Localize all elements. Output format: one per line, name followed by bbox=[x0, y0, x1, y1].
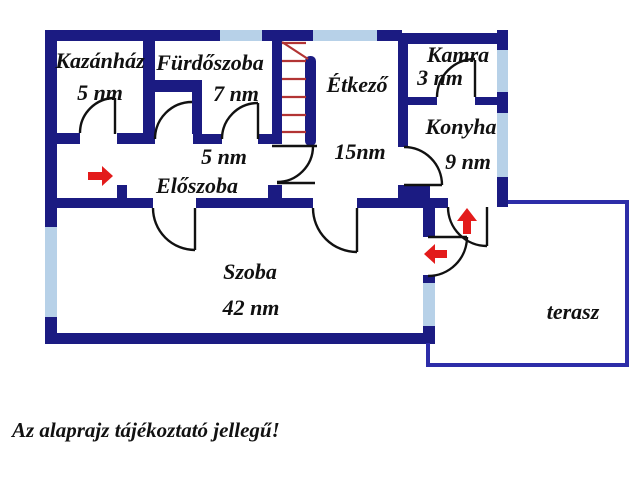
door-swings bbox=[78, 57, 489, 278]
room-size-konyha: 9 nm bbox=[445, 149, 491, 174]
interior-walls bbox=[45, 30, 508, 237]
windows bbox=[45, 30, 508, 326]
room-size-furdoszoba: 7 nm bbox=[213, 81, 259, 106]
room-label-etkezo: Étkező bbox=[325, 72, 389, 97]
room-label-kamra: Kamra bbox=[426, 42, 489, 67]
room-label-terasz: terasz bbox=[547, 299, 600, 324]
room-size-etkezo: 15nm bbox=[334, 139, 385, 164]
room-label-furdoszoba: Fürdőszoba bbox=[155, 50, 264, 75]
staircase-icon bbox=[272, 41, 317, 148]
room-label-eloszoba: Előszoba bbox=[155, 173, 238, 198]
room-label-kazanhaz: Kazánház bbox=[54, 48, 145, 73]
room-label-szoba: Szoba bbox=[223, 259, 277, 284]
room-size-eloszoba: 5 nm bbox=[201, 144, 247, 169]
arrow-left-icon bbox=[424, 244, 447, 264]
arrow-right-icon bbox=[88, 166, 113, 186]
room-size-kamra: 3 nm bbox=[416, 65, 463, 90]
disclaimer-text: Az alaprajz tájékoztató jellegű! bbox=[10, 418, 280, 442]
exterior-walls bbox=[45, 30, 508, 344]
arrow-up-icon bbox=[457, 208, 477, 234]
terrace-outline bbox=[426, 200, 629, 367]
room-label-konyha: Konyha bbox=[425, 114, 497, 139]
room-size-szoba: 42 nm bbox=[222, 295, 280, 320]
room-size-kazanhaz: 5 nm bbox=[77, 80, 123, 105]
